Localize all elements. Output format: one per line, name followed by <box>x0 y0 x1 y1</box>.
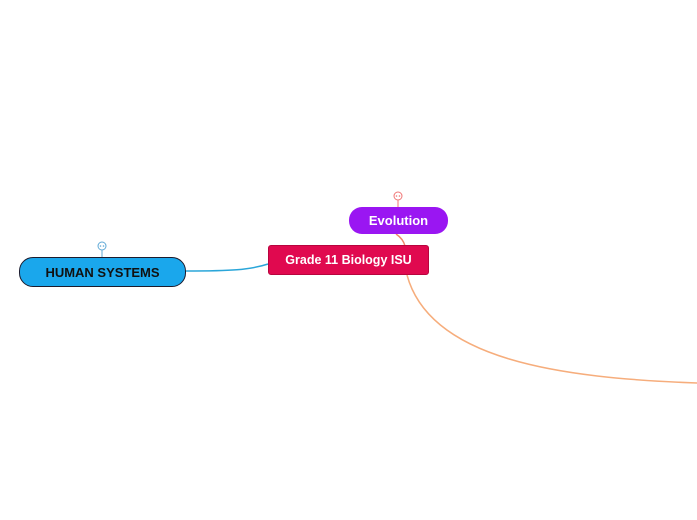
expand-toggle-icon[interactable] <box>393 191 403 207</box>
central-topic-node[interactable]: Grade 11 Biology ISU <box>268 245 429 275</box>
connector-offpage-branch <box>406 274 697 384</box>
branch-node-human-systems[interactable]: HUMAN SYSTEMS <box>19 257 186 287</box>
connector-human-systems <box>185 263 269 272</box>
branch-node-evolution[interactable]: Evolution <box>349 207 448 234</box>
expand-toggle-icon[interactable] <box>97 241 107 257</box>
connector-evolution <box>395 233 406 247</box>
